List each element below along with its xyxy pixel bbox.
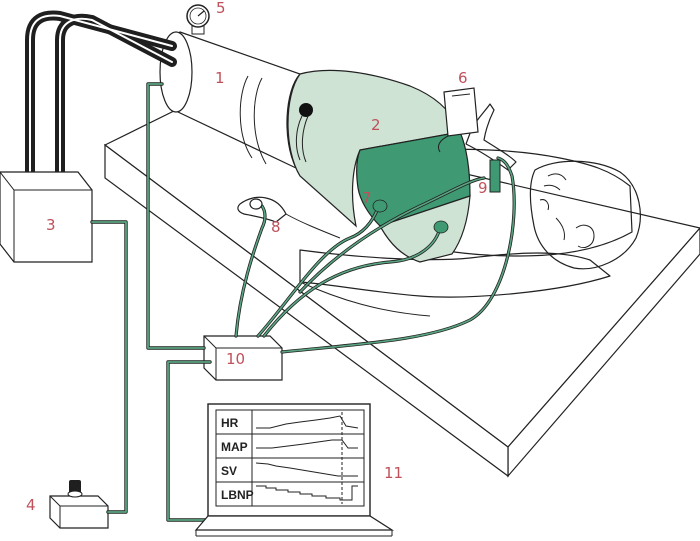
- ecg-electrode-7: [373, 200, 387, 212]
- label-2: 2: [371, 116, 381, 134]
- label-4: 4: [26, 496, 36, 514]
- label-5: 5: [216, 0, 226, 17]
- label-10: 10: [226, 350, 245, 368]
- laptop-monitor: HR MAP SV LBNP: [196, 404, 392, 536]
- neck-sensor-9: [490, 160, 500, 192]
- label-9: 9: [478, 179, 488, 197]
- monitor-label-map: MAP: [221, 440, 248, 454]
- label-8: 8: [271, 218, 281, 236]
- monitor-label-lbnp: LBNP: [221, 488, 254, 502]
- label-7: 7: [362, 189, 372, 207]
- monitor-label-sv: SV: [221, 464, 237, 478]
- label-6: 6: [458, 69, 468, 87]
- monitor-label-hr: HR: [221, 416, 239, 430]
- ecg-electrode-center: [434, 221, 448, 233]
- label-1: 1: [215, 69, 225, 87]
- finger-sensor-8: [250, 199, 262, 209]
- chamber-port-icon: [299, 103, 313, 117]
- pressure-controller-box: [50, 480, 108, 528]
- knob-icon: [68, 480, 82, 497]
- label-3: 3: [46, 216, 56, 234]
- label-11: 11: [384, 464, 403, 482]
- pressure-gauge-icon: [187, 5, 209, 34]
